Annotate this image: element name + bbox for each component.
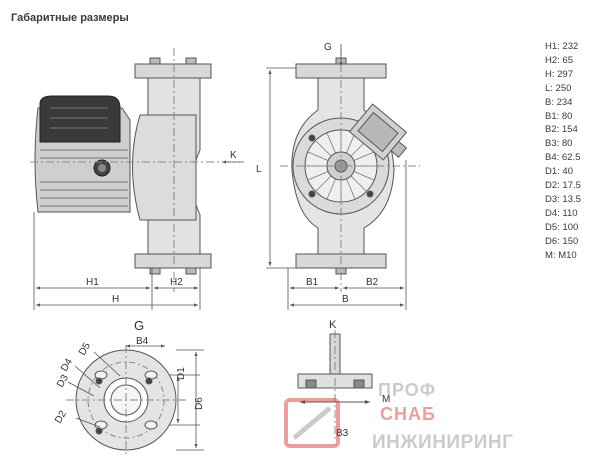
dimension-item: D3: 13.5 (545, 193, 581, 205)
flange-d1-label: D1 (176, 367, 187, 380)
detail-view (297, 330, 373, 440)
flange-dimensions (67, 344, 204, 451)
dimension-item: B4: 62.5 (545, 152, 581, 164)
cooling-fins (40, 149, 128, 207)
front-dimensions (266, 44, 407, 310)
side-dimensions (33, 160, 244, 310)
page-title: Габаритные размеры (11, 12, 129, 24)
flange-d3-label: D3 (55, 373, 71, 390)
svg-text:СНАБ: СНАБ (380, 404, 436, 424)
dimension-item: D2: 17.5 (545, 180, 581, 192)
detail-b3-label: B3 (336, 428, 349, 439)
front-b1-label: B1 (306, 277, 319, 288)
dimension-item: B: 234 (545, 96, 573, 108)
motor-head (39, 95, 121, 143)
dimension-item: B2: 154 (545, 124, 578, 136)
bottom-flange (134, 253, 212, 269)
dimension-item: H2: 65 (545, 54, 573, 66)
flange-b4-label: B4 (136, 336, 149, 347)
detail-k-label: K (329, 319, 337, 331)
flange-d4-label: D4 (59, 357, 75, 374)
svg-text:ПРОФ: ПРОФ (378, 380, 436, 400)
dimension-item: D1: 40 (545, 166, 573, 178)
svg-text:ИНЖИНИРИНГ: ИНЖИНИРИНГ (372, 432, 513, 453)
side-h2-label: H2 (170, 277, 183, 288)
side-h1-label: H1 (86, 277, 99, 288)
dimension-item: H1: 232 (545, 41, 579, 52)
front-b2-label: B2 (366, 277, 379, 288)
watermark-logo: ПРОФ СНАБ ИНЖИНИРИНГ (284, 380, 513, 453)
dimension-item: M: M10 (545, 249, 577, 261)
dimension-item: B3: 80 (545, 138, 573, 150)
dimension-item: D6: 150 (545, 235, 579, 247)
front-b-label: B (342, 294, 349, 305)
flange-d6-label: D6 (194, 397, 205, 410)
front-view (280, 48, 420, 292)
front-g-label: G (324, 42, 332, 53)
top-flange (134, 63, 212, 79)
side-k-label: K (230, 150, 237, 161)
flange-d5-label: D5 (77, 341, 93, 358)
dimension-item: L: 250 (545, 82, 572, 94)
terminal-box (348, 103, 408, 161)
flange-view (66, 345, 186, 456)
front-l-label: L (256, 164, 262, 175)
dimension-item: D4: 110 (545, 207, 578, 219)
dimension-item: D5: 100 (545, 221, 579, 233)
side-h-label: H (112, 294, 119, 305)
flange-d2-label: D2 (53, 409, 69, 426)
side-view (30, 48, 240, 292)
volute (132, 114, 197, 221)
dimension-item: B1: 80 (545, 110, 573, 122)
flange-g-label: G (134, 318, 144, 333)
dimension-item: H: 297 (545, 68, 573, 80)
detail-m-label: M (382, 394, 390, 405)
